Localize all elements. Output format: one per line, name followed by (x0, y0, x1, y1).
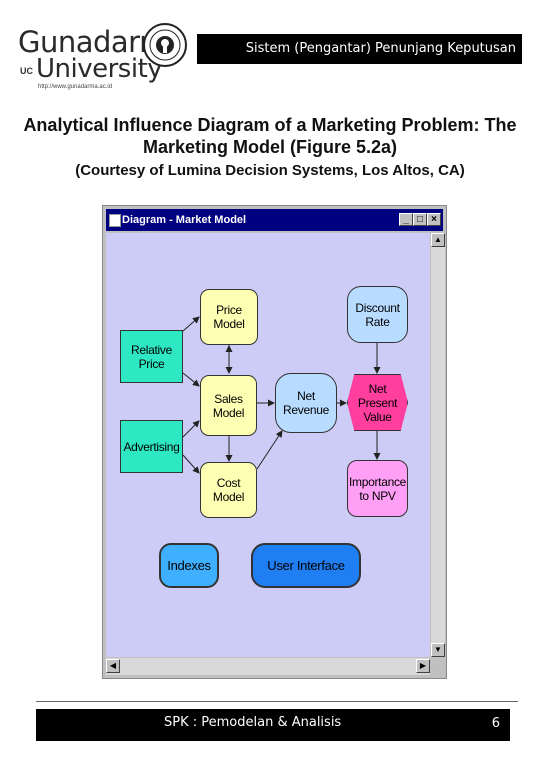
node-cost-model[interactable]: Cost Model (200, 462, 257, 518)
footer-bar: SPK : Pemodelan & Analisis 6 (36, 709, 510, 741)
indexes-button[interactable]: Indexes (159, 543, 219, 588)
node-net-present-value[interactable]: Net Present Value (347, 374, 408, 431)
scroll-up-icon[interactable]: ▲ (431, 233, 445, 247)
footer-text: SPK : Pemodelan & Analisis (164, 715, 342, 730)
logo-text-university: University (36, 54, 163, 84)
scroll-down-icon[interactable]: ▼ (431, 643, 445, 657)
arrow-relative-price-to-sales-model (182, 372, 200, 387)
user-interface-button[interactable]: User Interface (251, 543, 361, 588)
logo-url: http://www.gunadarma.ac.id (38, 84, 113, 90)
node-price-model[interactable]: Price Model (200, 289, 258, 345)
window-titlebar[interactable]: Diagram - Market Model _ □ × (106, 209, 443, 231)
diagram-canvas[interactable]: Price Model Relative Price Sales Model A… (106, 233, 430, 657)
vertical-scrollbar[interactable]: ▲ ▼ (431, 233, 445, 657)
minimize-button[interactable]: _ (399, 213, 413, 226)
course-title-bar: Sistem (Pengantar) Penunjang Keputusan (197, 34, 522, 64)
scroll-right-icon[interactable]: ▶ (416, 659, 430, 673)
slide-subtitle: (Courtesy of Lumina Decision Systems, Lo… (75, 162, 465, 179)
horizontal-scrollbar[interactable]: ◀ ▶ (106, 658, 430, 675)
arrow-relative-price-to-price-model (182, 316, 200, 332)
node-importance-to-npv[interactable]: Importance to NPV (347, 460, 408, 517)
arrow-advertising-to-cost-model (182, 454, 200, 474)
close-button[interactable]: × (427, 213, 441, 226)
window-title: Diagram - Market Model (122, 214, 247, 226)
influence-arrows (182, 316, 381, 474)
node-advertising[interactable]: Advertising (120, 420, 183, 473)
page-number: 6 (491, 716, 500, 731)
arrow-advertising-to-sales-model (182, 420, 200, 438)
window-app-icon (109, 214, 121, 227)
node-relative-price[interactable]: Relative Price (120, 330, 183, 383)
node-net-revenue[interactable]: Net Revenue (275, 373, 337, 433)
node-sales-model[interactable]: Sales Model (200, 375, 257, 436)
maximize-button[interactable]: □ (413, 213, 427, 226)
slide-title: Analytical Influence Diagram of a Market… (23, 115, 517, 157)
scroll-left-icon[interactable]: ◀ (106, 659, 120, 673)
university-seal-icon (143, 23, 187, 67)
logo-text-uc: UC (20, 66, 33, 76)
node-discount-rate[interactable]: Discount Rate (347, 286, 408, 343)
arrow-cost-to-net-revenue (256, 430, 283, 470)
footer-divider (36, 701, 518, 702)
diagram-window: Diagram - Market Model _ □ × (102, 205, 447, 679)
